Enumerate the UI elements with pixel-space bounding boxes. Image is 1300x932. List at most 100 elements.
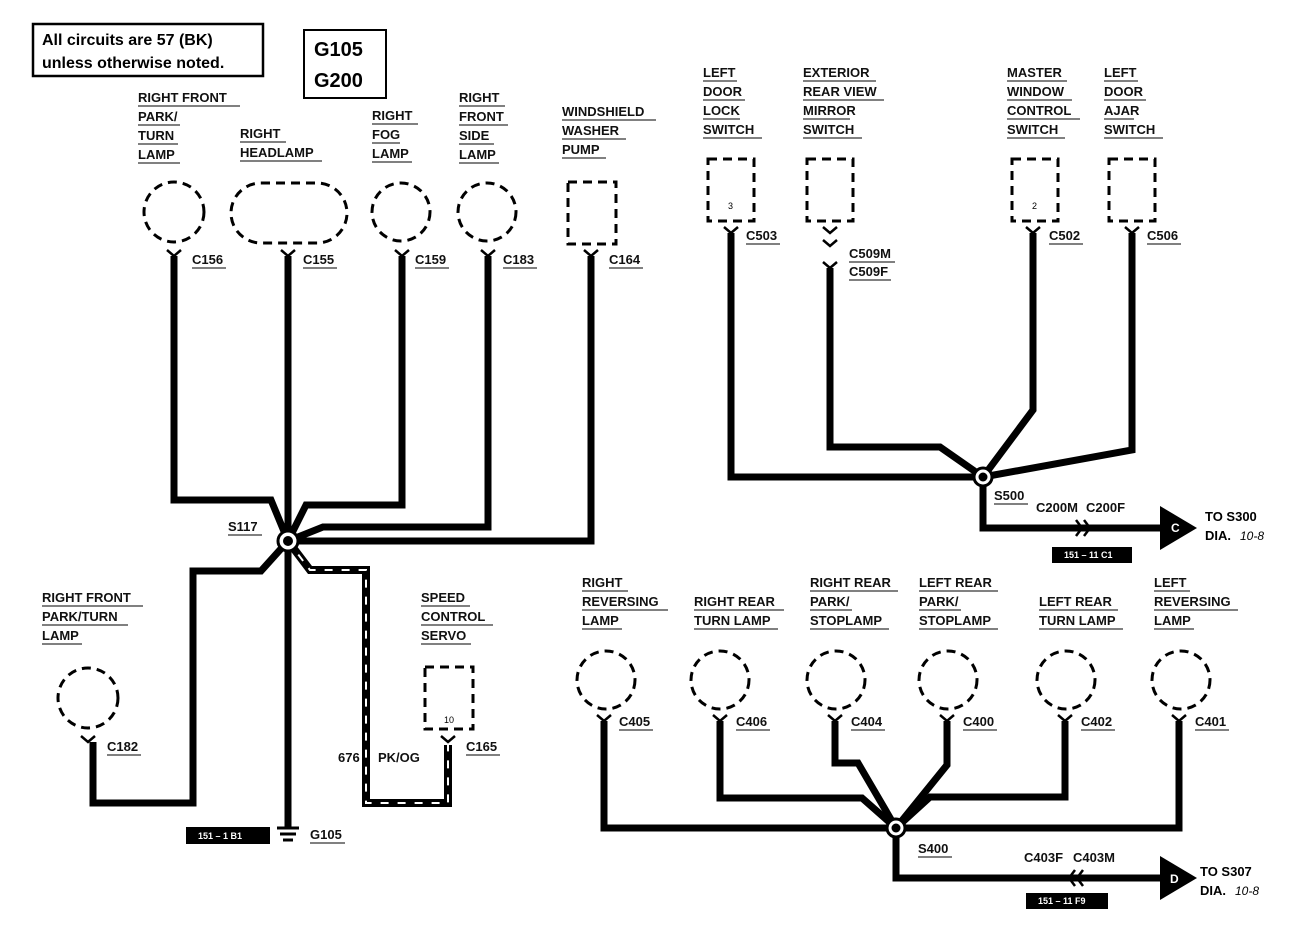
left-door-lock-switch (706, 157, 756, 223)
wires-s400 (600, 721, 1183, 882)
svg-text:STOPLAMP: STOPLAMP (810, 613, 882, 628)
svg-text:PARK/TURN: PARK/TURN (42, 609, 118, 624)
svg-text:C403M: C403M (1073, 850, 1115, 865)
label-left-door-lock: LEFT DOOR LOCK SWITCH (703, 65, 762, 139)
label-left-rear-park: LEFT REAR PARK/ STOPLAMP (919, 575, 998, 630)
speed-control-servo (423, 665, 475, 731)
svg-text:TURN LAMP: TURN LAMP (694, 613, 771, 628)
svg-text:C200F: C200F (1086, 500, 1125, 515)
svg-text:C183: C183 (503, 252, 534, 267)
svg-text:C406: C406 (736, 714, 767, 729)
svg-text:PARK/: PARK/ (919, 594, 959, 609)
svg-text:SERVO: SERVO (421, 628, 466, 643)
svg-text:SIDE: SIDE (459, 128, 490, 143)
splice-s117-label: S117 (228, 519, 258, 534)
dest-d-dia: DIA. (1200, 883, 1226, 898)
svg-text:WASHER: WASHER (562, 123, 620, 138)
label-rf-park-turn-top: RIGHT FRONT PARK/ TURN LAMP (138, 90, 240, 164)
right-headlamp (229, 181, 349, 245)
label-right-reversing: RIGHT REVERSING LAMP (582, 575, 668, 630)
svg-text:DOOR: DOOR (703, 84, 743, 99)
svg-text:C401: C401 (1195, 714, 1226, 729)
dest-d-page: 10-8 (1235, 884, 1259, 898)
dest-c-page: 10-8 (1240, 529, 1264, 543)
svg-text:SWITCH: SWITCH (703, 122, 754, 137)
label-rf-park-turn-left: RIGHT FRONT PARK/TURN LAMP (42, 590, 143, 645)
svg-text:LEFT: LEFT (1104, 65, 1137, 80)
svg-text:AJAR: AJAR (1104, 103, 1140, 118)
svg-text:REVERSING: REVERSING (1154, 594, 1231, 609)
svg-text:C502: C502 (1049, 228, 1080, 243)
svg-text:SWITCH: SWITCH (1007, 122, 1058, 137)
svg-text:LEFT REAR: LEFT REAR (919, 575, 993, 590)
svg-text:C164: C164 (609, 252, 641, 267)
right-fog-lamp (370, 181, 432, 243)
dest-d-ref: 151 – 11 F9 (1038, 896, 1086, 906)
svg-text:C400: C400 (963, 714, 994, 729)
label-right-headlamp: RIGHT HEADLAMP (240, 126, 322, 162)
svg-text:LAMP: LAMP (372, 146, 409, 161)
svg-text:DOOR: DOOR (1104, 84, 1144, 99)
connector-c403: C403F C403M 151 – 11 F9 (1024, 850, 1115, 909)
svg-text:LAMP: LAMP (582, 613, 619, 628)
note-line-1: All circuits are 57 (BK) (42, 32, 213, 49)
svg-text:WINDSHIELD: WINDSHIELD (562, 104, 644, 119)
svg-text:CONTROL: CONTROL (421, 609, 485, 624)
svg-text:SWITCH: SWITCH (803, 122, 854, 137)
connector-c165: C165 (466, 739, 497, 754)
svg-text:FRONT: FRONT (459, 109, 504, 124)
dest-c-letter: C (1171, 521, 1180, 535)
rf-park-turn-lamp-left (56, 666, 120, 730)
splice-s400-label: S400 (918, 841, 948, 856)
svg-text:HEADLAMP: HEADLAMP (240, 145, 314, 160)
svg-text:C200M: C200M (1036, 500, 1078, 515)
left-door-ajar-switch (1107, 157, 1157, 223)
svg-text:LOCK: LOCK (703, 103, 740, 118)
label-right-rear-turn: RIGHT REAR TURN LAMP (694, 594, 784, 630)
svg-text:RIGHT REAR: RIGHT REAR (810, 575, 892, 590)
label-master-window: MASTER WINDOW CONTROL SWITCH (1007, 65, 1080, 139)
connector-c182: C182 (107, 739, 138, 754)
grounds-box-line-2: G200 (314, 70, 363, 92)
ext-mirror-switch (805, 157, 855, 223)
label-right-fog-lamp: RIGHT FOG LAMP (372, 108, 418, 163)
splice-s500-label: S500 (994, 488, 1024, 503)
svg-text:TURN LAMP: TURN LAMP (1039, 613, 1116, 628)
svg-text:C509F: C509F (849, 264, 888, 279)
svg-text:SWITCH: SWITCH (1104, 122, 1155, 137)
svg-text:RIGHT: RIGHT (372, 108, 413, 123)
svg-text:SPEED: SPEED (421, 590, 465, 605)
svg-text:CONTROL: CONTROL (1007, 103, 1071, 118)
connector-c200: C200M C200F 151 – 11 C1 (1036, 500, 1132, 563)
svg-text:C155: C155 (303, 252, 334, 267)
svg-text:TURN: TURN (138, 128, 174, 143)
svg-text:WINDOW: WINDOW (1007, 84, 1065, 99)
svg-text:C509M: C509M (849, 246, 891, 261)
dest-c-line1: TO S300 (1205, 509, 1257, 524)
circuit-676-color: PK/OG (378, 750, 420, 765)
rf-park-turn-lamp-top (142, 180, 206, 244)
svg-text:MIRROR: MIRROR (803, 103, 856, 118)
svg-text:RIGHT FRONT: RIGHT FRONT (138, 90, 227, 105)
pin-speed-servo: 10 (444, 715, 454, 725)
svg-text:MASTER: MASTER (1007, 65, 1063, 80)
dest-c-dia: DIA. (1205, 528, 1231, 543)
svg-text:C156: C156 (192, 252, 223, 267)
label-left-rear-turn: LEFT REAR TURN LAMP (1039, 594, 1123, 630)
connector-labels-left: C156 C155 C159 C183 C164 (192, 252, 643, 269)
svg-text:C405: C405 (619, 714, 650, 729)
svg-text:C402: C402 (1081, 714, 1112, 729)
connector-labels-bottom-right: C405 C406 C404 C400 C402 C401 (619, 714, 1229, 731)
wires-s117 (89, 256, 595, 828)
label-left-reversing: LEFT REVERSING LAMP (1154, 575, 1238, 630)
master-window-switch (1010, 157, 1060, 223)
pin-master-window: 2 (1032, 201, 1037, 211)
left-rear-turn-lamp (1035, 649, 1097, 711)
svg-text:LEFT: LEFT (1154, 575, 1187, 590)
label-washer-pump: WINDSHIELD WASHER PUMP (562, 104, 656, 159)
label-left-door-ajar: LEFT DOOR AJAR SWITCH (1104, 65, 1163, 139)
svg-text:RIGHT: RIGHT (240, 126, 281, 141)
svg-text:RIGHT FRONT: RIGHT FRONT (42, 590, 131, 605)
label-right-rear-park: RIGHT REAR PARK/ STOPLAMP (810, 575, 898, 630)
label-ext-mirror: EXTERIOR REAR VIEW MIRROR SWITCH (803, 65, 884, 139)
